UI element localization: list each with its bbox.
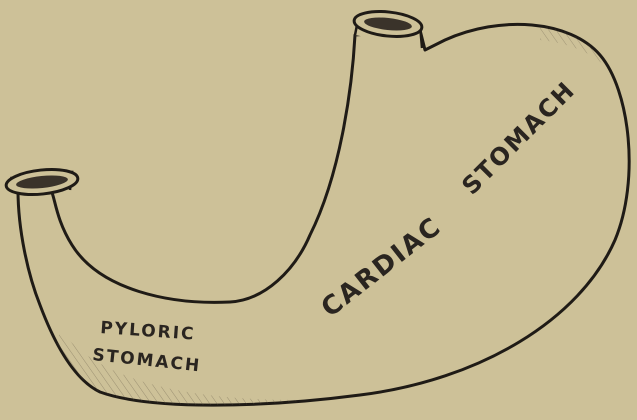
pylorus-opening — [5, 166, 79, 197]
